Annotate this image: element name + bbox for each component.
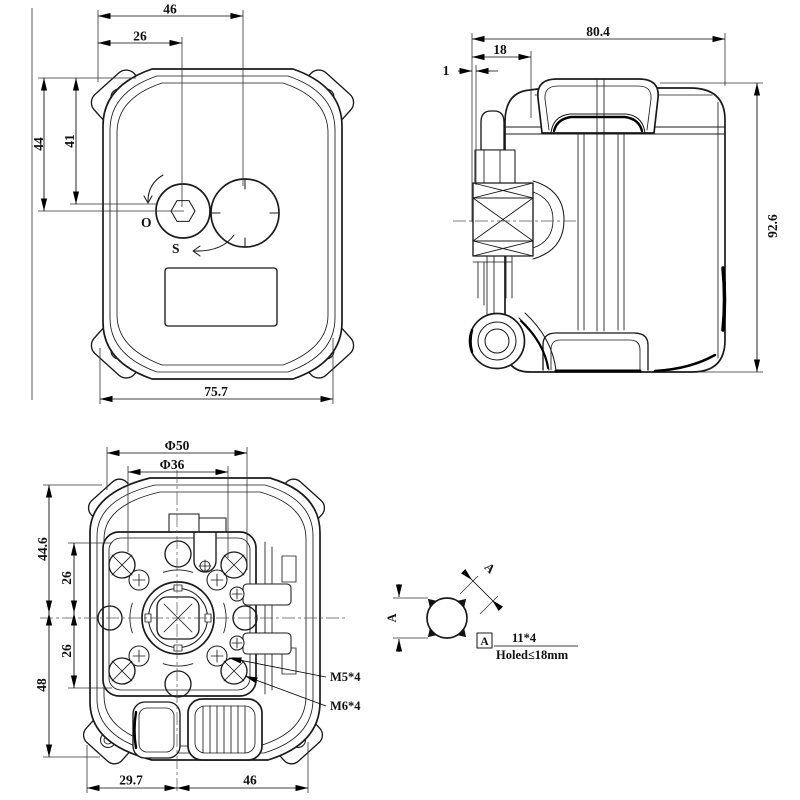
dim-bottom-44-6: 44.6 xyxy=(35,537,50,561)
dim-left-height: 44 xyxy=(31,137,46,151)
section-ref-box xyxy=(476,632,493,649)
position-dial xyxy=(210,178,280,248)
side-view: 80.4 18 1 92.6 xyxy=(443,24,780,373)
note-bottom-label: Holed≤18mm xyxy=(496,648,569,662)
indicator-tab xyxy=(474,110,516,184)
dim-left-height-inner: 41 xyxy=(62,134,77,148)
section-ref-label: A xyxy=(480,636,489,648)
dim-bottom-46: 46 xyxy=(243,773,257,788)
dim-bottom-26-lower: 26 xyxy=(59,644,74,658)
dim-side-overall-height: 92.6 xyxy=(765,214,780,238)
thread-holes xyxy=(108,551,248,685)
shaft-tooth-nw xyxy=(427,598,437,608)
shut-mark-label: S xyxy=(172,241,180,256)
shaft-section-circle xyxy=(426,597,468,639)
housing-outline xyxy=(102,68,343,380)
dim-detail-a-vertical: A xyxy=(385,613,399,622)
shaft-tooth-se xyxy=(457,628,467,638)
shaft-tooth-sw xyxy=(427,628,437,638)
bottom-view: Φ50 Φ36 44.6 26 26 48 29.7 46 M5*4 M6*4 xyxy=(34,438,361,793)
open-direction-arrow-icon xyxy=(143,174,164,204)
dim-bottom-26-upper: 26 xyxy=(59,571,74,585)
latch-tab-upper xyxy=(229,583,292,606)
dim-detail-a-diagonal: A xyxy=(482,560,498,576)
dim-side-overall-width: 80.4 xyxy=(586,24,610,39)
dim-bottom-48: 48 xyxy=(34,678,49,692)
nameplate xyxy=(164,267,278,327)
bottom-recess xyxy=(542,332,649,371)
dim-top-width: 46 xyxy=(163,2,177,17)
dim-bolt-circle-36: Φ36 xyxy=(160,457,185,472)
detail-view: A A A 11*4 Holed≤18mm xyxy=(385,560,578,662)
body-outline xyxy=(504,87,726,373)
top-view: O S 46 26 44 41 75.7 xyxy=(31,2,355,404)
handle xyxy=(537,78,659,134)
dim-top-offset: 26 xyxy=(133,29,147,44)
stem xyxy=(472,255,513,306)
conduit-entry xyxy=(132,701,181,759)
thread-callout-m6: M6*4 xyxy=(330,699,361,713)
dim-side-flange: 18 xyxy=(493,42,507,57)
note-top-label: 11*4 xyxy=(512,631,537,645)
dim-side-gap: 1 xyxy=(443,63,450,78)
dim-overall-width: 75.7 xyxy=(204,384,228,399)
cable-gland-side xyxy=(468,312,557,371)
cable-gland-bottom xyxy=(187,698,263,761)
shaft-tooth-ne xyxy=(457,598,467,608)
keyhole-tab xyxy=(193,532,217,573)
thread-callout-m5: M5*4 xyxy=(330,670,361,684)
shut-direction-arrow-icon xyxy=(192,234,235,257)
terminal-tab xyxy=(168,513,200,533)
hole-note: A 11*4 Holed≤18mm xyxy=(476,631,578,662)
dim-bottom-29-7: 29.7 xyxy=(119,773,143,788)
latch-tab-lower xyxy=(229,632,292,655)
coupling-flange xyxy=(472,182,534,257)
dim-bolt-circle-50: Φ50 xyxy=(165,438,190,453)
shaft-boss xyxy=(532,180,565,260)
open-mark-label: O xyxy=(141,215,152,230)
